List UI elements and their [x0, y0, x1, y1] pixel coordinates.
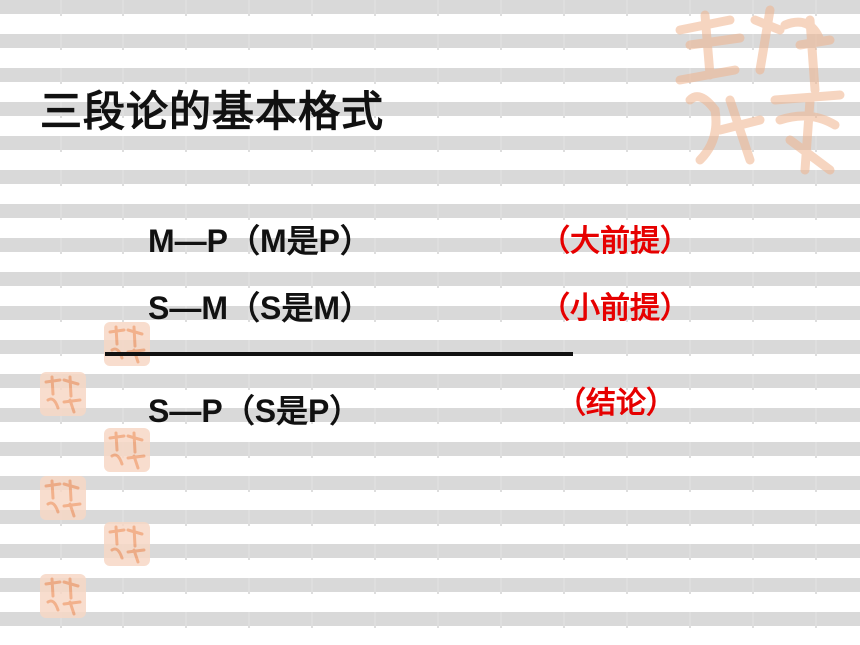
grid-line [752, 0, 754, 645]
minor-premise-tag: （小前提） [540, 291, 690, 326]
grid-line [374, 0, 376, 645]
seal-icon [104, 428, 150, 472]
seal-icon [40, 372, 86, 416]
grid-line [689, 0, 691, 645]
major-premise-formula: M—P（M是P） [148, 223, 373, 259]
grid-line [185, 0, 187, 645]
seal-icon [104, 322, 150, 366]
conclusion-tag: （结论） [556, 386, 676, 421]
grid-line [248, 0, 250, 645]
grid-line [626, 0, 628, 645]
seal-icon [40, 574, 86, 618]
conclusion-divider [105, 352, 573, 356]
seal-icon [40, 476, 86, 520]
grid-line [60, 0, 62, 645]
grid-line [437, 0, 439, 645]
seal-icon [104, 522, 150, 566]
page-title: 三段论的基本格式 [40, 87, 385, 136]
grid-line [563, 0, 565, 645]
minor-premise-formula: S—M（S是M） [148, 290, 373, 326]
conclusion-formula: S—P（S是P） [148, 393, 362, 429]
grid-line [311, 0, 313, 645]
major-premise-tag: （大前提） [540, 224, 690, 259]
grid-line [815, 0, 817, 645]
calligraphy-seal-icon [675, 5, 845, 175]
grid-line [500, 0, 502, 645]
